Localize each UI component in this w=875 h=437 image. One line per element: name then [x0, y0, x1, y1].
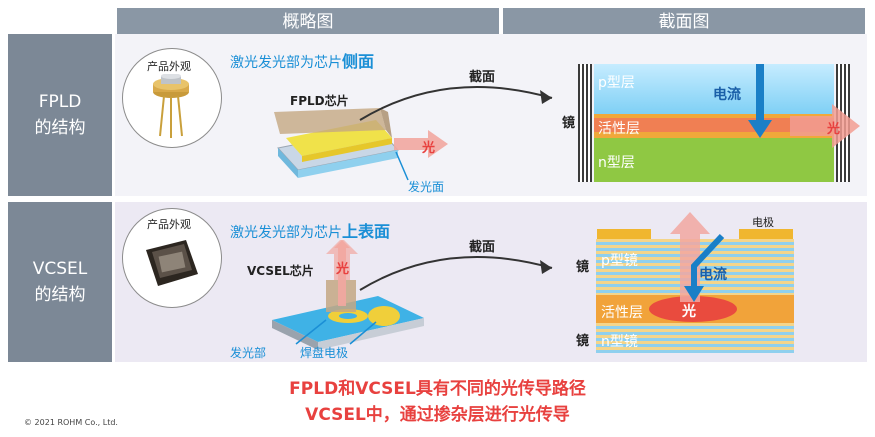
vcsel-label-line2: 的结构	[34, 285, 86, 305]
fpld-light-band	[594, 118, 834, 132]
vcsel-current-label: 电流	[699, 267, 727, 283]
fpld-section-arrow	[359, 86, 553, 121]
vcsel-p-mirror-label: p型镜	[601, 253, 638, 269]
vcsel-up-light-arrow	[670, 212, 710, 302]
vcsel-mirror-bottom-label: 镜	[576, 334, 590, 349]
vcsel-light-glow	[649, 296, 737, 322]
vcsel-emission-emphasis: 上表面	[342, 222, 391, 241]
fpld-out-light-label: 光	[827, 122, 841, 137]
fpld-p-layer	[594, 64, 834, 114]
fpld-label-line2: 的结构	[34, 118, 86, 138]
vcsel-n-mirror-label: n型镜	[601, 334, 638, 350]
vcsel-active-layer-label: 活性层	[601, 305, 643, 321]
fpld-current-label: 电流	[713, 87, 741, 103]
fpld-row-label: FPLD 的结构	[8, 34, 112, 196]
conclusion-line1: FPLD和VCSEL具有不同的光传导路径	[289, 379, 586, 399]
vcsel-electrode-label: 电极	[752, 216, 774, 229]
vcsel-emit-part-label: 发光部	[230, 346, 267, 360]
vcsel-current-arrow	[684, 233, 725, 302]
vcsel-chip-illustration	[272, 240, 424, 350]
vcsel-mirror-top-label: 镜	[576, 260, 590, 275]
overview-header: 概略图	[117, 8, 499, 36]
fpld-current-arrow	[748, 64, 772, 138]
vcsel-section-arrow	[359, 256, 553, 291]
vcsel-product-label: 产品外观	[147, 218, 191, 231]
fpld-section-arrow-label: 截面	[469, 70, 496, 85]
fpld-chip-light-label: 光	[422, 141, 436, 156]
vcsel-pad-label: 焊盘电极	[300, 346, 349, 360]
fpld-chip-illustration	[274, 108, 448, 181]
vcsel-label-line1: VCSEL	[32, 259, 88, 279]
vcsel-row-label: VCSEL 的结构	[8, 202, 112, 362]
fpld-mirror-label: 镜	[562, 116, 576, 131]
fpld-product-image	[153, 74, 189, 138]
fpld-emission-emphasis: 侧面	[342, 52, 375, 71]
fpld-product-label: 产品外观	[147, 60, 191, 73]
fpld-n-layer	[594, 138, 834, 182]
vcsel-chip-light-label: 光	[336, 262, 350, 277]
fpld-p-layer-label: p型层	[598, 75, 635, 91]
vcsel-emission-prefix: 激光发光部为芯片	[230, 225, 342, 241]
fpld-emit-face-label: 发光面	[408, 180, 445, 194]
vcsel-light-label2: 光	[682, 304, 696, 320]
conclusion-line2: VCSEL中，通过掺杂层进行光传导	[305, 405, 570, 425]
fpld-label-line1: FPLD	[38, 92, 82, 112]
cross-section-header: 截面图	[503, 8, 865, 36]
fpld-emission-text: 激光发光部为芯片侧面	[230, 48, 374, 72]
fpld-n-layer-label: n型层	[598, 155, 635, 171]
vcsel-electrode-right	[739, 229, 793, 239]
vcsel-section-arrow-label: 截面	[469, 240, 496, 255]
vcsel-chip-label: VCSEL芯片	[247, 264, 314, 278]
copyright: © 2021 ROHM Co., Ltd.	[24, 418, 118, 427]
fpld-mirror-left	[578, 64, 592, 182]
fpld-emission-prefix: 激光发光部为芯片	[230, 55, 342, 71]
vcsel-emission-text: 激光发光部为芯片上表面	[230, 218, 390, 242]
fpld-active-layer-label: 活性层	[598, 121, 640, 137]
fpld-chip-label: FPLD芯片	[290, 94, 349, 108]
vcsel-electrode-left	[597, 229, 651, 239]
fpld-out-light-arrow	[790, 104, 860, 148]
vcsel-n-mirror	[596, 323, 794, 353]
vcsel-product-image	[146, 240, 198, 286]
